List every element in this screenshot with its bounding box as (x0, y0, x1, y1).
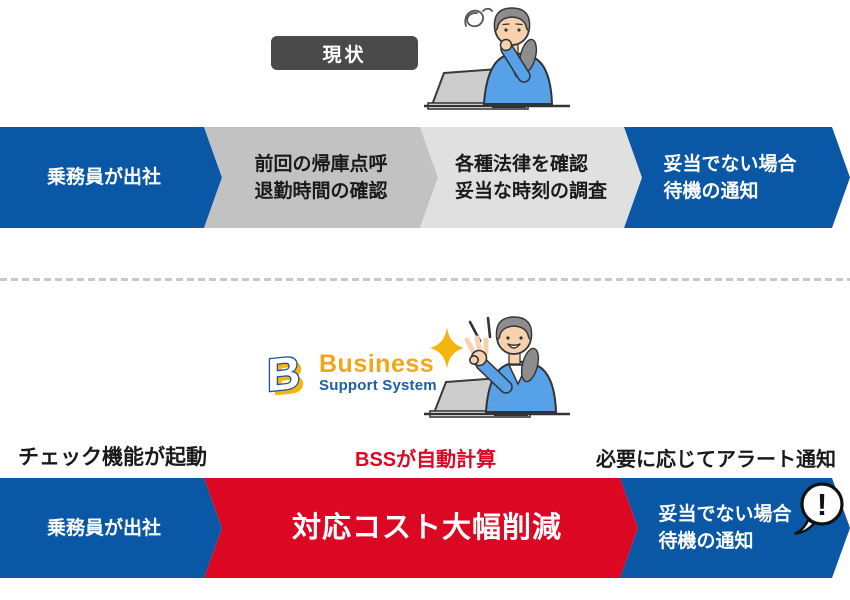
label-bss-auto-calc: BSSが自動計算 (355, 449, 497, 471)
flow-step-label: 前回の帰庫点呼 退勤時間の確認 (254, 153, 388, 202)
bss-logo-monogram: B (267, 346, 300, 401)
bss-logo-name: Business (319, 349, 435, 378)
flow-step-cost-reduction: 対応コスト大幅削減 (204, 478, 638, 578)
section-divider (0, 278, 850, 281)
flow-step-wait-notice: 妥当でない場合 待機の通知 (624, 127, 850, 228)
svg-text:B: B (272, 350, 305, 401)
flow-step-label: 妥当でない場合 待機の通知 (658, 504, 792, 552)
flow-step-label: 乗務員が出社 (46, 167, 161, 188)
flow-step-check-previous-rollcall: 前回の帰庫点呼 退勤時間の確認 (204, 127, 438, 228)
bss-logo-text: Business Support System (319, 351, 437, 394)
bss-logo: B B Business Support System (260, 343, 437, 401)
bss-flow: 乗務員が出社 対応コスト大幅削減 妥当でない場合 待機の通知 (0, 478, 850, 578)
flow-step-crew-arrives: 乗務員が出社 (0, 478, 222, 578)
happy-worker-illustration (424, 316, 570, 418)
flow-step-label: 対応コスト大幅削減 (291, 512, 562, 544)
flow-step-label: 各種法律を確認 妥当な時刻の調査 (454, 153, 607, 202)
bss-logo-icon: B B (266, 345, 306, 401)
label-alert-notice: 必要に応じてアラート通知 (596, 449, 836, 471)
flow-step-crew-arrives: 乗務員が出社 (0, 127, 222, 228)
ok-hand-icon (464, 335, 489, 367)
flow-step-label: 妥当でない場合 待機の通知 (663, 153, 797, 202)
confused-worker-illustration (424, 7, 570, 110)
flow-step-check-laws: 各種法律を確認 妥当な時刻の調査 (420, 127, 642, 228)
svg-text:!: ! (817, 487, 827, 522)
current-flow: 乗務員が出社 前回の帰庫点呼 退勤時間の確認 各種法律を確認 妥当な時刻の調査 … (0, 127, 850, 228)
alert-exclamation-icon: ! (794, 482, 844, 535)
bss-logo-subname: Support System (319, 376, 437, 394)
flow-step-label: 乗務員が出社 (46, 517, 161, 539)
sparkle-icon (430, 327, 464, 369)
current-state-badge: 現状 (271, 36, 418, 70)
confusion-scribble-icon (464, 7, 493, 28)
label-check-function: チェック機能が起動 (18, 446, 207, 469)
